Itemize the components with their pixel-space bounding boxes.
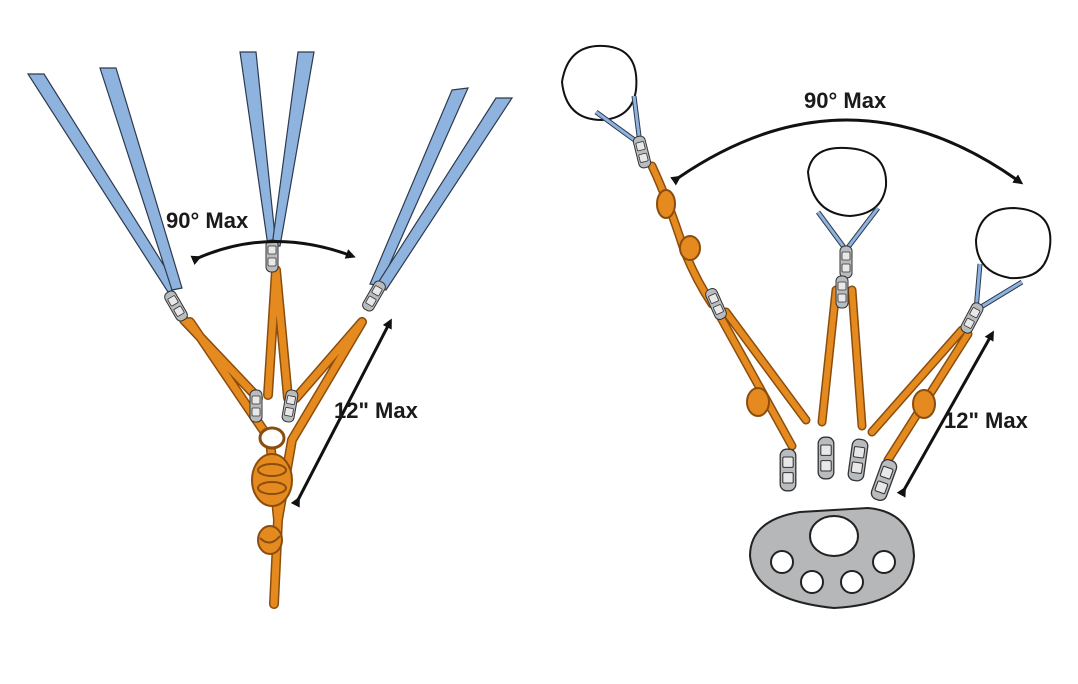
left-angle-arrow: [190, 240, 356, 265]
right-length-label: 12" Max: [944, 408, 1029, 433]
right-rocks: [560, 44, 1052, 280]
right-diagram: 90° Max 12" Max: [560, 44, 1052, 610]
left-length-arrow: [290, 318, 392, 508]
left-angle-label: 90° Max: [166, 208, 249, 233]
rigging-plate: [748, 506, 916, 610]
right-cords: [647, 161, 973, 465]
right-length-arrow: [896, 330, 994, 498]
left-slings: [26, 51, 514, 293]
right-angle-arrow: [670, 118, 1024, 186]
right-angle-label: 90° Max: [804, 88, 887, 113]
right-carabiners: [631, 134, 986, 503]
left-cordelette: [179, 265, 367, 609]
left-diagram: 90° Max 12" Max: [26, 51, 514, 609]
left-length-label: 12" Max: [334, 398, 419, 423]
